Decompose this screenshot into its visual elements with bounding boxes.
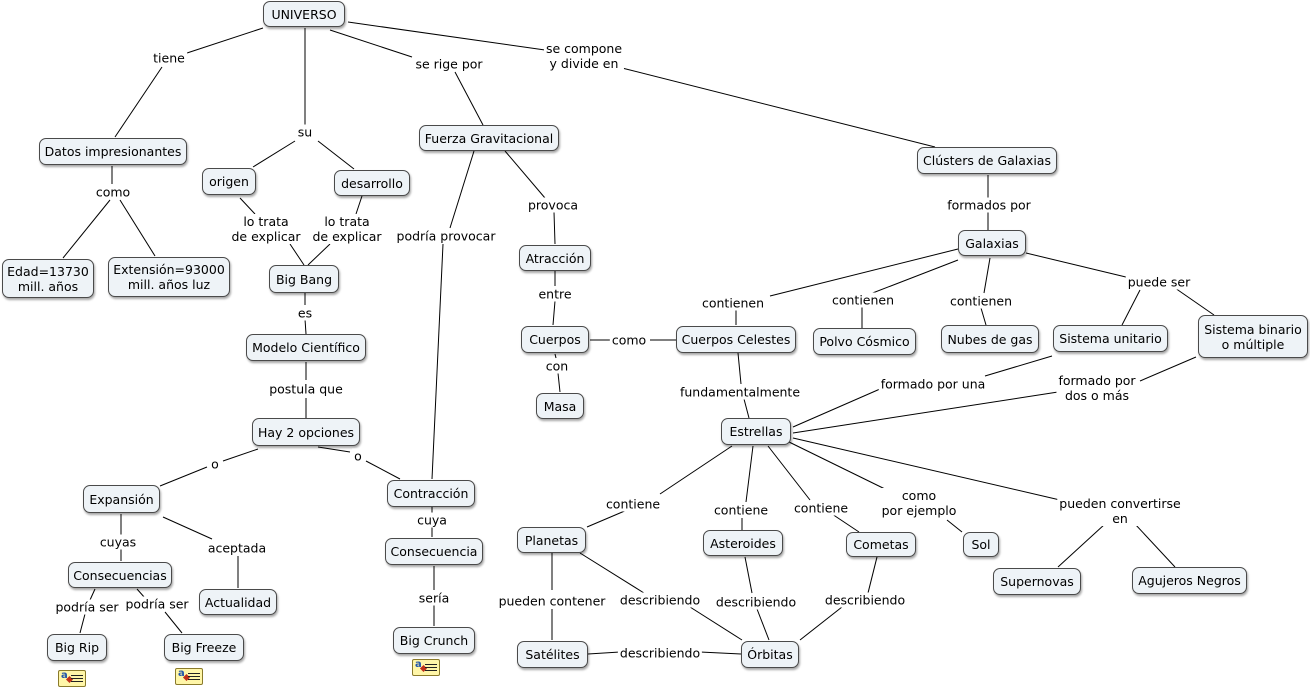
link-podria-provocar: podría provocar <box>394 228 498 244</box>
node-sol[interactable]: Sol <box>963 532 999 557</box>
link-fundamentalmente: fundamentalmente <box>677 384 803 400</box>
node-expansion[interactable]: Expansión <box>83 485 160 513</box>
link-entre: entre <box>536 286 574 302</box>
link-tiene: tiene <box>151 50 187 66</box>
link-o-contraccion: o <box>352 448 364 464</box>
node-datos-impresionantes[interactable]: Datos impresionantes <box>39 138 187 165</box>
link-describiendo-satelites: describiendo <box>617 645 703 661</box>
link-se-rige-por: se rige por <box>413 56 485 72</box>
link-como-por-ejemplo: como por ejemplo <box>879 488 959 518</box>
node-universo[interactable]: UNIVERSO <box>263 1 345 27</box>
node-consecuencia[interactable]: Consecuencia <box>385 538 483 565</box>
link-contiene-cometas: contiene <box>791 500 851 516</box>
node-modelo-cientifico[interactable]: Modelo Científico <box>246 334 366 361</box>
link-formados-por: formados por <box>945 197 1033 213</box>
node-fuerza-gravitacional[interactable]: Fuerza Gravitacional <box>419 125 559 151</box>
node-consecuencias[interactable]: Consecuencias <box>68 562 172 588</box>
link-con: con <box>543 358 571 374</box>
node-sistema-unitario[interactable]: Sistema unitario <box>1053 325 1168 352</box>
link-describiendo-asteroides: describiendo <box>713 594 799 610</box>
node-edad[interactable]: Edad=13730 mill. años <box>2 259 94 298</box>
resource-icon[interactable]: a <box>58 670 86 687</box>
link-describiendo-cometas: describiendo <box>822 592 908 608</box>
node-cuerpos[interactable]: Cuerpos <box>521 326 589 353</box>
link-cuya: cuya <box>415 512 449 528</box>
node-galaxias[interactable]: Galaxias <box>958 230 1026 256</box>
node-extension[interactable]: Extensión=93000 mill. años luz <box>108 257 230 297</box>
link-contiene-asteroides: contiene <box>711 502 771 518</box>
link-formado-por-una: formado por una <box>878 376 988 392</box>
node-cuerpos-celestes[interactable]: Cuerpos Celestes <box>676 326 796 353</box>
node-big-bang[interactable]: Big Bang <box>269 265 339 293</box>
link-aceptada: aceptada <box>205 540 269 556</box>
link-puede-ser: puede ser <box>1125 274 1193 290</box>
link-cuyas: cuyas <box>97 534 139 550</box>
link-postula-que: postula que <box>267 381 345 397</box>
link-pueden-contener: pueden contener <box>496 593 608 609</box>
node-big-rip[interactable]: Big Rip <box>47 634 107 661</box>
node-orbitas[interactable]: Órbitas <box>741 641 799 668</box>
link-contienen-polvo: contienen <box>829 292 897 308</box>
link-formado-por-dos: formado por dos o más <box>1056 373 1138 403</box>
node-origen[interactable]: origen <box>202 168 256 195</box>
node-actualidad[interactable]: Actualidad <box>199 589 277 615</box>
link-trata-desarrollo: lo trata de explicar <box>310 214 384 244</box>
node-agujeros-negros[interactable]: Agujeros Negros <box>1132 567 1247 594</box>
link-contienen-celestes: contienen <box>699 295 767 311</box>
node-satelites[interactable]: Satélites <box>517 641 588 668</box>
node-sistema-binario[interactable]: Sistema binario o múltiple <box>1198 315 1308 358</box>
link-provoca: provoca <box>525 197 581 213</box>
node-contraccion[interactable]: Contracción <box>387 480 475 507</box>
link-como-datos: como <box>93 184 133 200</box>
node-supernovas[interactable]: Supernovas <box>993 568 1081 595</box>
node-big-freeze[interactable]: Big Freeze <box>164 634 244 661</box>
node-asteroides[interactable]: Asteroides <box>703 530 783 556</box>
link-pueden-convertirse: pueden convertirse en <box>1057 496 1183 526</box>
link-se-compone: se compone y divide en <box>543 41 625 71</box>
node-nubes-de-gas[interactable]: Nubes de gas <box>941 325 1039 353</box>
link-es: es <box>295 305 315 321</box>
node-polvo-cosmico[interactable]: Polvo Cósmico <box>813 328 916 355</box>
node-clusters-galaxias[interactable]: Clústers de Galaxias <box>917 147 1057 174</box>
link-podria-ser-rip: podría ser <box>53 599 121 615</box>
resource-icon[interactable]: a <box>412 659 440 676</box>
node-cometas[interactable]: Cometas <box>846 532 916 557</box>
node-estrellas[interactable]: Estrellas <box>721 418 791 445</box>
link-contiene-planetas: contiene <box>603 496 663 512</box>
node-desarrollo[interactable]: desarrollo <box>334 170 410 196</box>
resource-icon[interactable]: a <box>175 668 203 685</box>
link-describiendo-planetas: describiendo <box>617 592 703 608</box>
link-como-cuerpos: como <box>609 332 649 348</box>
node-hay-2-opciones[interactable]: Hay 2 opciones <box>252 418 360 446</box>
link-podria-ser-freeze: podría ser <box>123 596 191 612</box>
node-big-crunch[interactable]: Big Crunch <box>393 627 475 654</box>
link-seria: sería <box>416 590 452 606</box>
link-contienen-nubes: contienen <box>947 293 1015 309</box>
link-o-expansion: o <box>209 456 221 472</box>
node-masa[interactable]: Masa <box>536 393 584 419</box>
node-atraccion[interactable]: Atracción <box>519 245 591 271</box>
link-trata-origen: lo trata de explicar <box>229 214 303 244</box>
node-planetas[interactable]: Planetas <box>517 527 586 553</box>
link-su: su <box>295 124 315 140</box>
